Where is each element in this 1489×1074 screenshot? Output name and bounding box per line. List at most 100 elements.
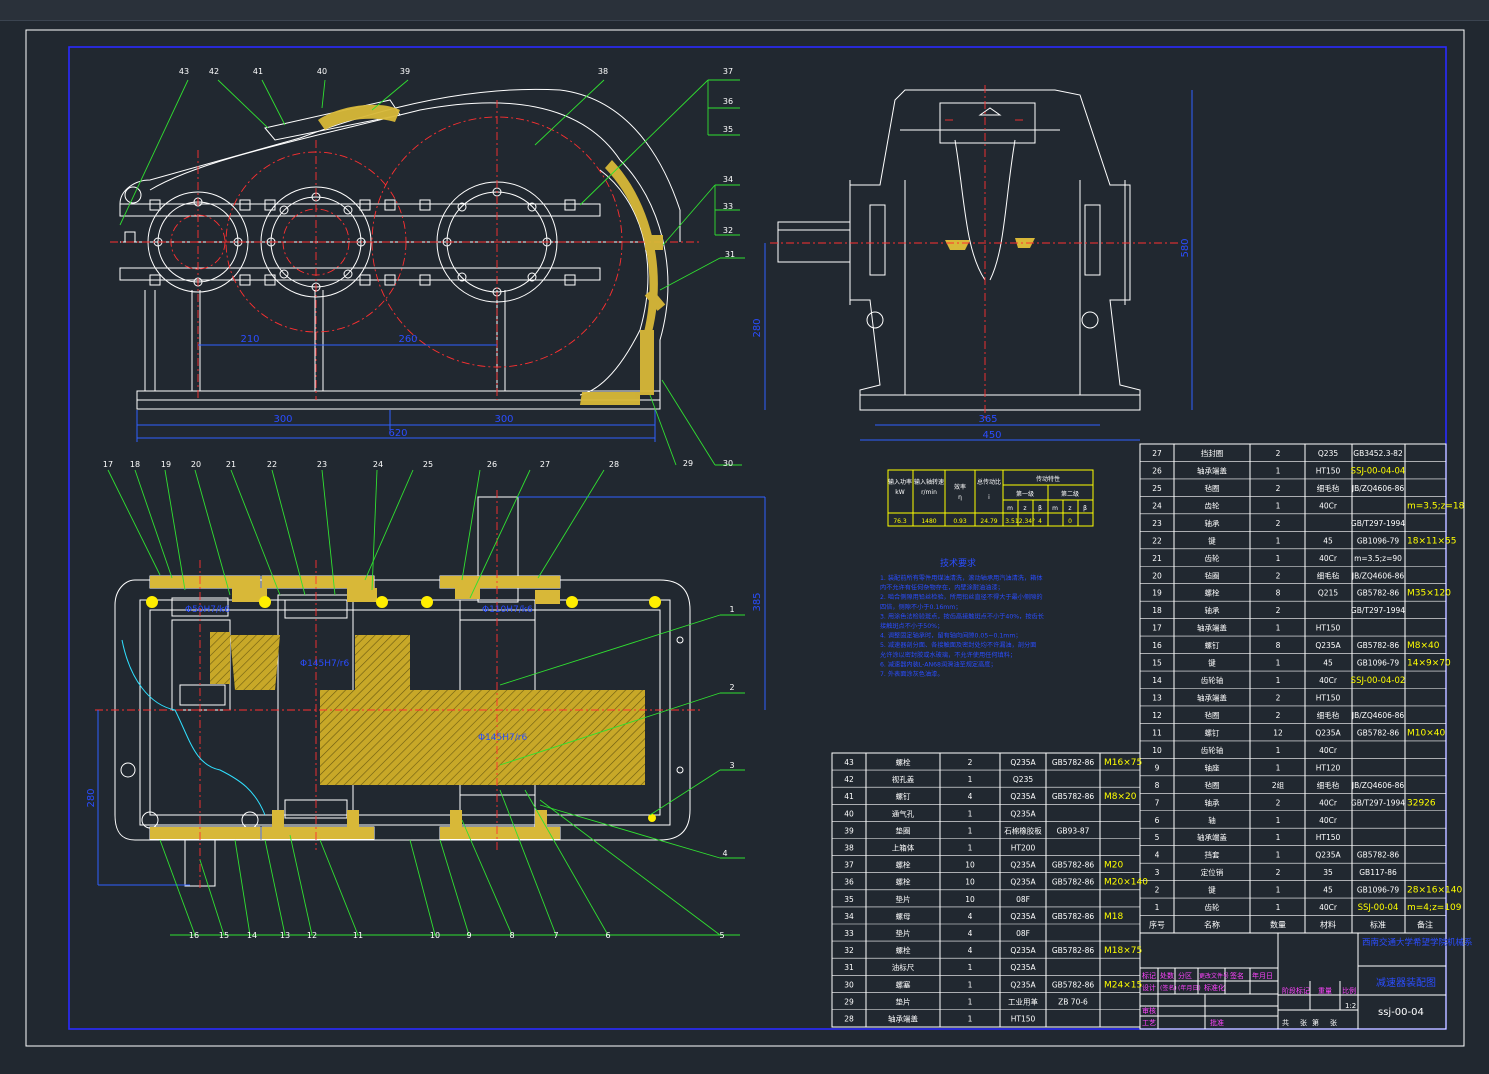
bom-right-cell: 27 <box>1152 449 1162 458</box>
plan-bottom-balloon: 10 <box>430 931 440 940</box>
bom-header-cell: 标准 <box>1370 920 1386 930</box>
plan-dims <box>97 496 766 886</box>
bom-right-cell: 2 <box>1276 571 1281 580</box>
tech-req-line: 3. 用涂色法检验斑点，按齿高接触斑点不小于40%，按齿长 <box>880 612 1044 620</box>
bom-left-cell: 垫片 <box>896 996 911 1006</box>
bom-right-cell: 键 <box>1208 885 1216 895</box>
bom-left-cell: 42 <box>844 775 854 784</box>
side-view <box>777 89 1141 411</box>
bom-left-cell: 1 <box>968 963 973 972</box>
bom-right-cell: Q235A <box>1315 851 1341 860</box>
perf-table-cell: 传动特性 <box>1036 475 1060 483</box>
bom-right-cell: 2 <box>1276 449 1281 458</box>
sheet-unit-label-b: 张 <box>1330 1018 1337 1027</box>
bom-left-cell: 39 <box>844 826 854 835</box>
perf-table-grid <box>887 469 1094 527</box>
bom-right-cell: Q215 <box>1318 589 1338 598</box>
bom-right-cell: Q235A <box>1315 728 1341 737</box>
front-balloon: 29 <box>683 459 693 468</box>
perf-table-cell: kW <box>895 489 904 496</box>
bom-left-cell: 4 <box>968 792 973 801</box>
bom-left-cell: M18×75 <box>1104 946 1142 956</box>
bom-left-cell: 通气孔 <box>892 808 915 818</box>
bom-left-cell: 40 <box>844 809 854 818</box>
bom-right-cell: 12 <box>1152 711 1162 720</box>
tb-sign: (签名) <box>1160 984 1177 992</box>
plan-bottom-balloon: 12 <box>307 931 317 940</box>
tb-review: 审核 <box>1142 1006 1156 1015</box>
bom-right-cell: HT150 <box>1316 466 1341 475</box>
stage-mark-label: 阶段标记 <box>1282 986 1310 995</box>
bom-right-cell: 2 <box>1276 798 1281 807</box>
plan-top-balloon: 19 <box>161 460 171 469</box>
bom-right-cell: 45 <box>1323 659 1333 668</box>
bom-left-cell: 螺栓 <box>896 757 911 767</box>
perf-table-cell: 0 <box>1068 518 1072 525</box>
bom-right-cell: 细毛毡 <box>1317 710 1340 720</box>
bom-right-cell: GB117-86 <box>1359 868 1397 877</box>
perf-table-cell: 总传动比 <box>977 478 1001 486</box>
bom-right-cell: 齿轮 <box>1205 902 1221 912</box>
plan-bottom-balloon: 8 <box>509 931 514 940</box>
bom-right-cell: 齿轮 <box>1205 553 1221 563</box>
bom-right-cell: JB/ZQ4606-86 <box>1351 571 1404 580</box>
dim-side-365: 365 <box>978 414 997 425</box>
bom-left-cell: 石棉橡胶板 <box>1004 825 1042 835</box>
tb-ymd: 年月日 <box>1252 971 1273 980</box>
front-balloon: 41 <box>253 67 263 76</box>
bom-right-cell: 2 <box>1276 694 1281 703</box>
front-hatching <box>318 104 666 405</box>
drawing-name: 减速器装配图 <box>1376 976 1436 989</box>
bom-left-cell: 28 <box>844 1015 854 1024</box>
plan-hatching <box>150 576 645 839</box>
bom-right-cell: GB5782-86 <box>1357 851 1400 860</box>
bom-right-cell: 轴承端盖 <box>1197 693 1227 703</box>
bom-right-cell: 1 <box>1276 746 1281 755</box>
bom-right-cell: 轴承 <box>1205 518 1221 528</box>
dim-side-280: 280 <box>752 318 763 337</box>
plan-bottom-balloon: 11 <box>353 931 363 940</box>
bom-left-cell: HT200 <box>1011 844 1036 853</box>
bom-right-cell: 2 <box>1155 886 1160 895</box>
plan-top-balloon: 28 <box>609 460 619 469</box>
bom-right-cell: 5 <box>1155 833 1160 842</box>
tb-date: (年月日) <box>1178 984 1201 992</box>
bom-right-cell: 40Cr <box>1319 554 1338 563</box>
bom-left-cell: GB5782-86 <box>1052 758 1095 767</box>
tech-req-line: 1. 装配前所有零件用煤油清洗，滚动轴承用汽油清洗，箱体 <box>880 574 1043 582</box>
frame-border <box>68 46 1447 1030</box>
bom-right-cell: 毡圈 <box>1205 570 1220 580</box>
perf-table-cell: r/min <box>921 489 937 496</box>
plan-centerlines <box>95 490 700 890</box>
front-dims <box>136 344 656 442</box>
bom-left-cell: Q235A <box>1010 963 1036 972</box>
bom-left-cell: GB5782-86 <box>1052 946 1095 955</box>
bom-right-cell: SSJ-00-04-04 <box>1351 466 1406 476</box>
dim-plan-280: 280 <box>86 788 97 807</box>
bom-right-cell: 26 <box>1152 466 1162 475</box>
front-balloon: 42 <box>209 67 219 76</box>
perf-table-cell: 输入功率 <box>888 478 912 486</box>
tb-zone: 分区 <box>1178 971 1192 980</box>
perf-table-cell: β <box>1038 505 1042 512</box>
bom-right-cell: 细毛毡 <box>1317 483 1340 493</box>
perf-table-cell: 1480 <box>921 518 936 525</box>
bom-right-cell: 15 <box>1152 659 1162 668</box>
bom-right-cell: 螺钉 <box>1205 640 1221 650</box>
bom-left-cell: Q235A <box>1010 878 1036 887</box>
bom-right-cell: SSJ-00-04 <box>1358 903 1399 913</box>
bom-right-cell: 1 <box>1276 659 1281 668</box>
bom-header-cell: 数量 <box>1270 920 1286 930</box>
bom-right-cell: 2 <box>1276 519 1281 528</box>
bom-left-cell: 37 <box>844 861 854 870</box>
bom-right-cell: 7 <box>1155 798 1160 807</box>
bom-left-cell: 垫圈 <box>896 825 911 835</box>
bom-left-cell: Q235A <box>1010 980 1036 989</box>
school-name: 西南交通大学希望学院机械系 <box>1362 937 1473 948</box>
front-balloon: 34 <box>723 175 733 184</box>
bom-right-cell: 细毛毡 <box>1317 570 1340 580</box>
bom-right-cell: 40Cr <box>1319 746 1338 755</box>
bom-right-cell: 2 <box>1276 484 1281 493</box>
bom-right-cell: 40Cr <box>1319 798 1338 807</box>
